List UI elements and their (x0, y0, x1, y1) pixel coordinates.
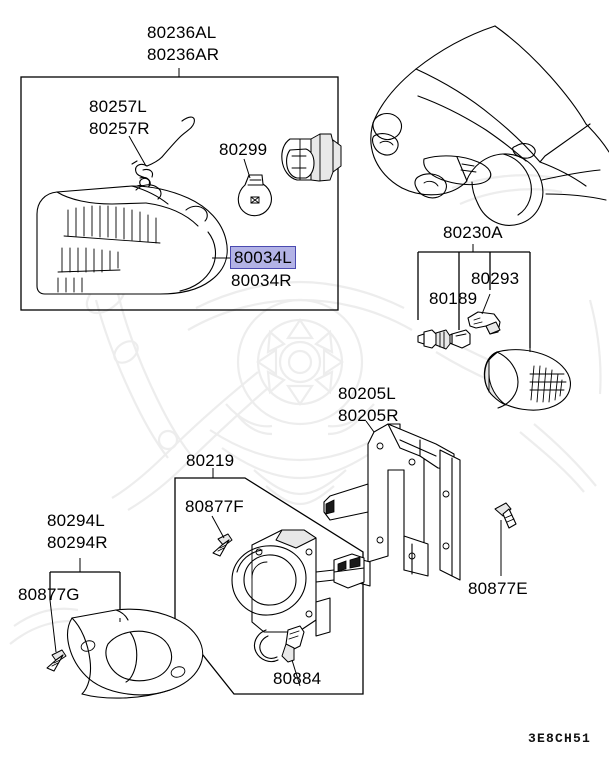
side-turn-lamp-bracket (417, 244, 531, 348)
front-combination-lamp-box (20, 68, 339, 311)
label-80236AR[interactable]: 80236AR (147, 45, 220, 64)
bulb-part (237, 158, 272, 217)
bracket-screw-part (494, 502, 517, 576)
label-80189[interactable]: 80189 (429, 289, 478, 308)
label-80236AL[interactable]: 80236AL (147, 23, 217, 42)
label-80294R[interactable]: 80294R (47, 533, 108, 552)
sheet-code: 3E8CH51 (527, 731, 591, 746)
label-80293[interactable]: 80293 (471, 269, 520, 288)
label-80205R[interactable]: 80205R (338, 406, 399, 425)
label-80034R[interactable]: 80034R (231, 271, 292, 290)
fog-lamp-bezel-part (67, 608, 204, 699)
label-80877F[interactable]: 80877F (185, 497, 244, 516)
label-80877E[interactable]: 80877E (468, 579, 528, 598)
fog-lamp-connector-part (253, 625, 305, 687)
bezel-screw-part (46, 599, 67, 672)
label-80294L[interactable]: 80294L (47, 511, 105, 530)
side-turn-bulb-part (447, 329, 471, 349)
side-marker-lamp-part (483, 348, 571, 411)
label-80884[interactable]: 80884 (273, 669, 322, 688)
label-80257R[interactable]: 80257R (89, 119, 150, 138)
label-80299[interactable]: 80299 (219, 140, 268, 159)
label-80205L[interactable]: 80205L (338, 384, 396, 403)
fog-lamp-screw-part (211, 515, 233, 557)
label-80877G[interactable]: 80877G (18, 585, 80, 604)
fog-lamp-unit-part (231, 529, 365, 637)
car-front-illustration (370, 25, 609, 226)
label-80219[interactable]: 80219 (186, 451, 235, 470)
watermark (9, 174, 602, 645)
side-turn-screw-part (417, 329, 451, 350)
front-combination-lamp-lens (36, 184, 230, 295)
label-80230A[interactable]: 80230A (443, 223, 503, 242)
label-80034L-selected[interactable]: 80034L (230, 246, 296, 269)
bulb-socket-part (281, 133, 342, 182)
label-80257L[interactable]: 80257L (89, 97, 147, 116)
side-turn-clip-part (467, 293, 501, 335)
